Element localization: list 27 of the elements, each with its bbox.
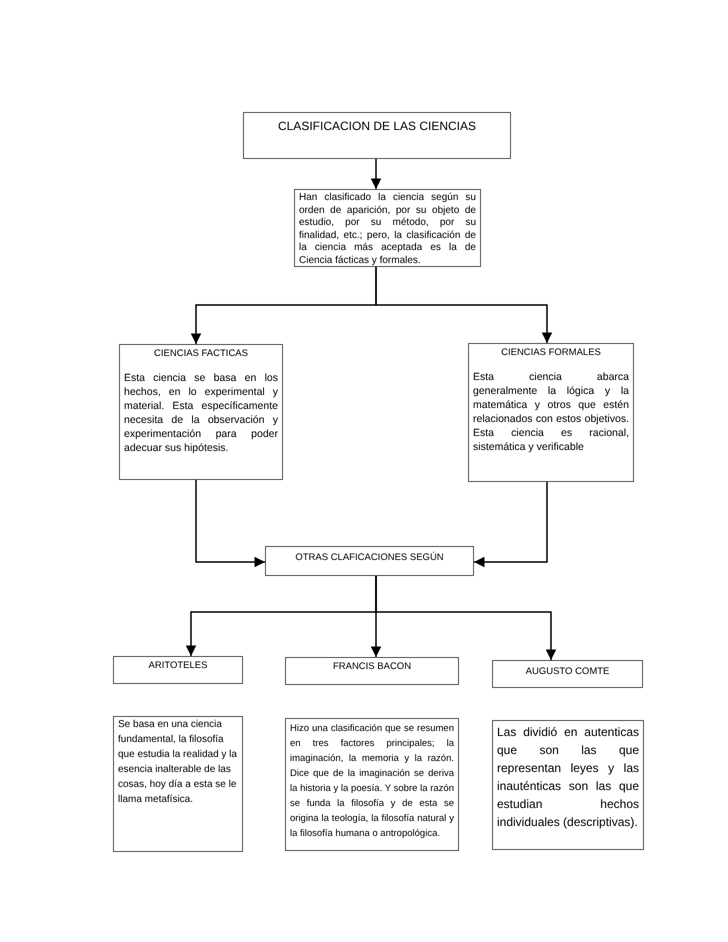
box-text: Han clasificado la ciencia según su orden de aparición, por su objeto de estudio, por su método, por su finalidad, etc.; pero, la clasificación de la ciencia más aceptada es la de Ciencia fácticas y formales. [298,191,477,266]
arrow [474,482,548,568]
box-text: CLASIFICACION DE LAS CIENCIAS [276,118,478,135]
box-heading: CIENCIAS FORMALES [500,346,602,360]
box-text: FRANCIS BACON [332,660,412,674]
arrow [195,480,265,568]
box-text: ARITOTELES [148,659,208,673]
arrow [370,159,382,189]
box-text: OTRAS CLAFICACIONES SEGÚN [294,550,445,565]
box-text: Las dividió en autenticas que son las que representan leyes y las inauténticas son las que estudian hechos individuales (descriptivas). [496,724,640,831]
text-box [119,344,283,480]
box-text: AUGUSTO COMTE [524,665,610,679]
box-text: Esta ciencia se basa en los hechos, en lo experimental y material. Esta específicamente necesita de la observación y experimentación para poder adecuar sus hipótesis. [123,371,279,456]
text-box [468,343,634,482]
text-box [113,656,243,684]
text-box [492,720,644,850]
box-text: Hizo una clasificación que se resumen en tres factores principales; la imaginación, la memoria y la razón. Dice que de la imaginación se deriva la historia y la poesía. Y sobre la razón se funda la filosofía y de esta se origina la teología, la filosofía natural y la filosofía humana o antropológica. [289,722,455,841]
box-text: Se basa en una ciencia fundamental, la filosofía que estudia la realidad y la esencia inalterable de las cosas, hoy día a esta se le llama metafísica. [117,718,238,807]
text-box [265,546,474,576]
text-box [285,657,459,685]
arrow [375,267,552,343]
text-box [492,660,643,688]
arrow [375,576,556,660]
box-heading: CIENCIAS FACTICAS [153,347,249,361]
text-box [113,716,243,852]
box-text: Esta ciencia abarca generalmente la lógica y la matemática y otros que estén relacionados con estos objetivos. Esta ciencia es racional, sistemática y verificable [472,370,630,454]
text-box [243,112,511,159]
